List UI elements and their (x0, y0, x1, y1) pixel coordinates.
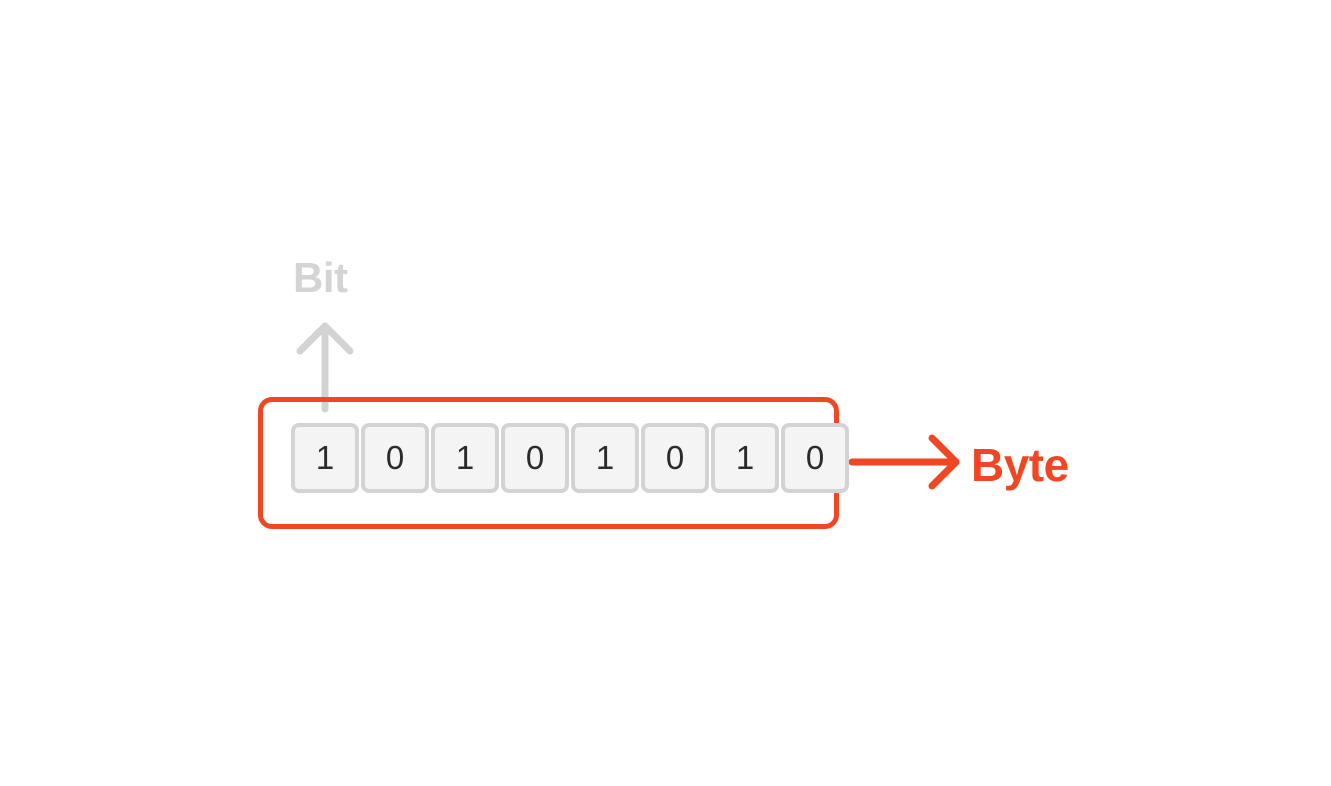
bit-cell: 1 (711, 423, 779, 493)
bit-cell: 0 (781, 423, 849, 493)
bit-label: Bit (293, 254, 348, 301)
bits-row: 1 0 1 0 1 0 1 0 (291, 423, 849, 493)
bit-cell: 1 (431, 423, 499, 493)
bit-cell: 0 (361, 423, 429, 493)
byte-arrow-head (928, 434, 960, 490)
bit-cell: 0 (641, 423, 709, 493)
byte-label: Byte (971, 439, 1069, 491)
byte-arrow (848, 434, 960, 490)
bit-cell: 1 (291, 423, 359, 493)
bit-cell: 1 (571, 423, 639, 493)
bit-cell: 0 (501, 423, 569, 493)
bit-arrow-head (296, 322, 354, 355)
